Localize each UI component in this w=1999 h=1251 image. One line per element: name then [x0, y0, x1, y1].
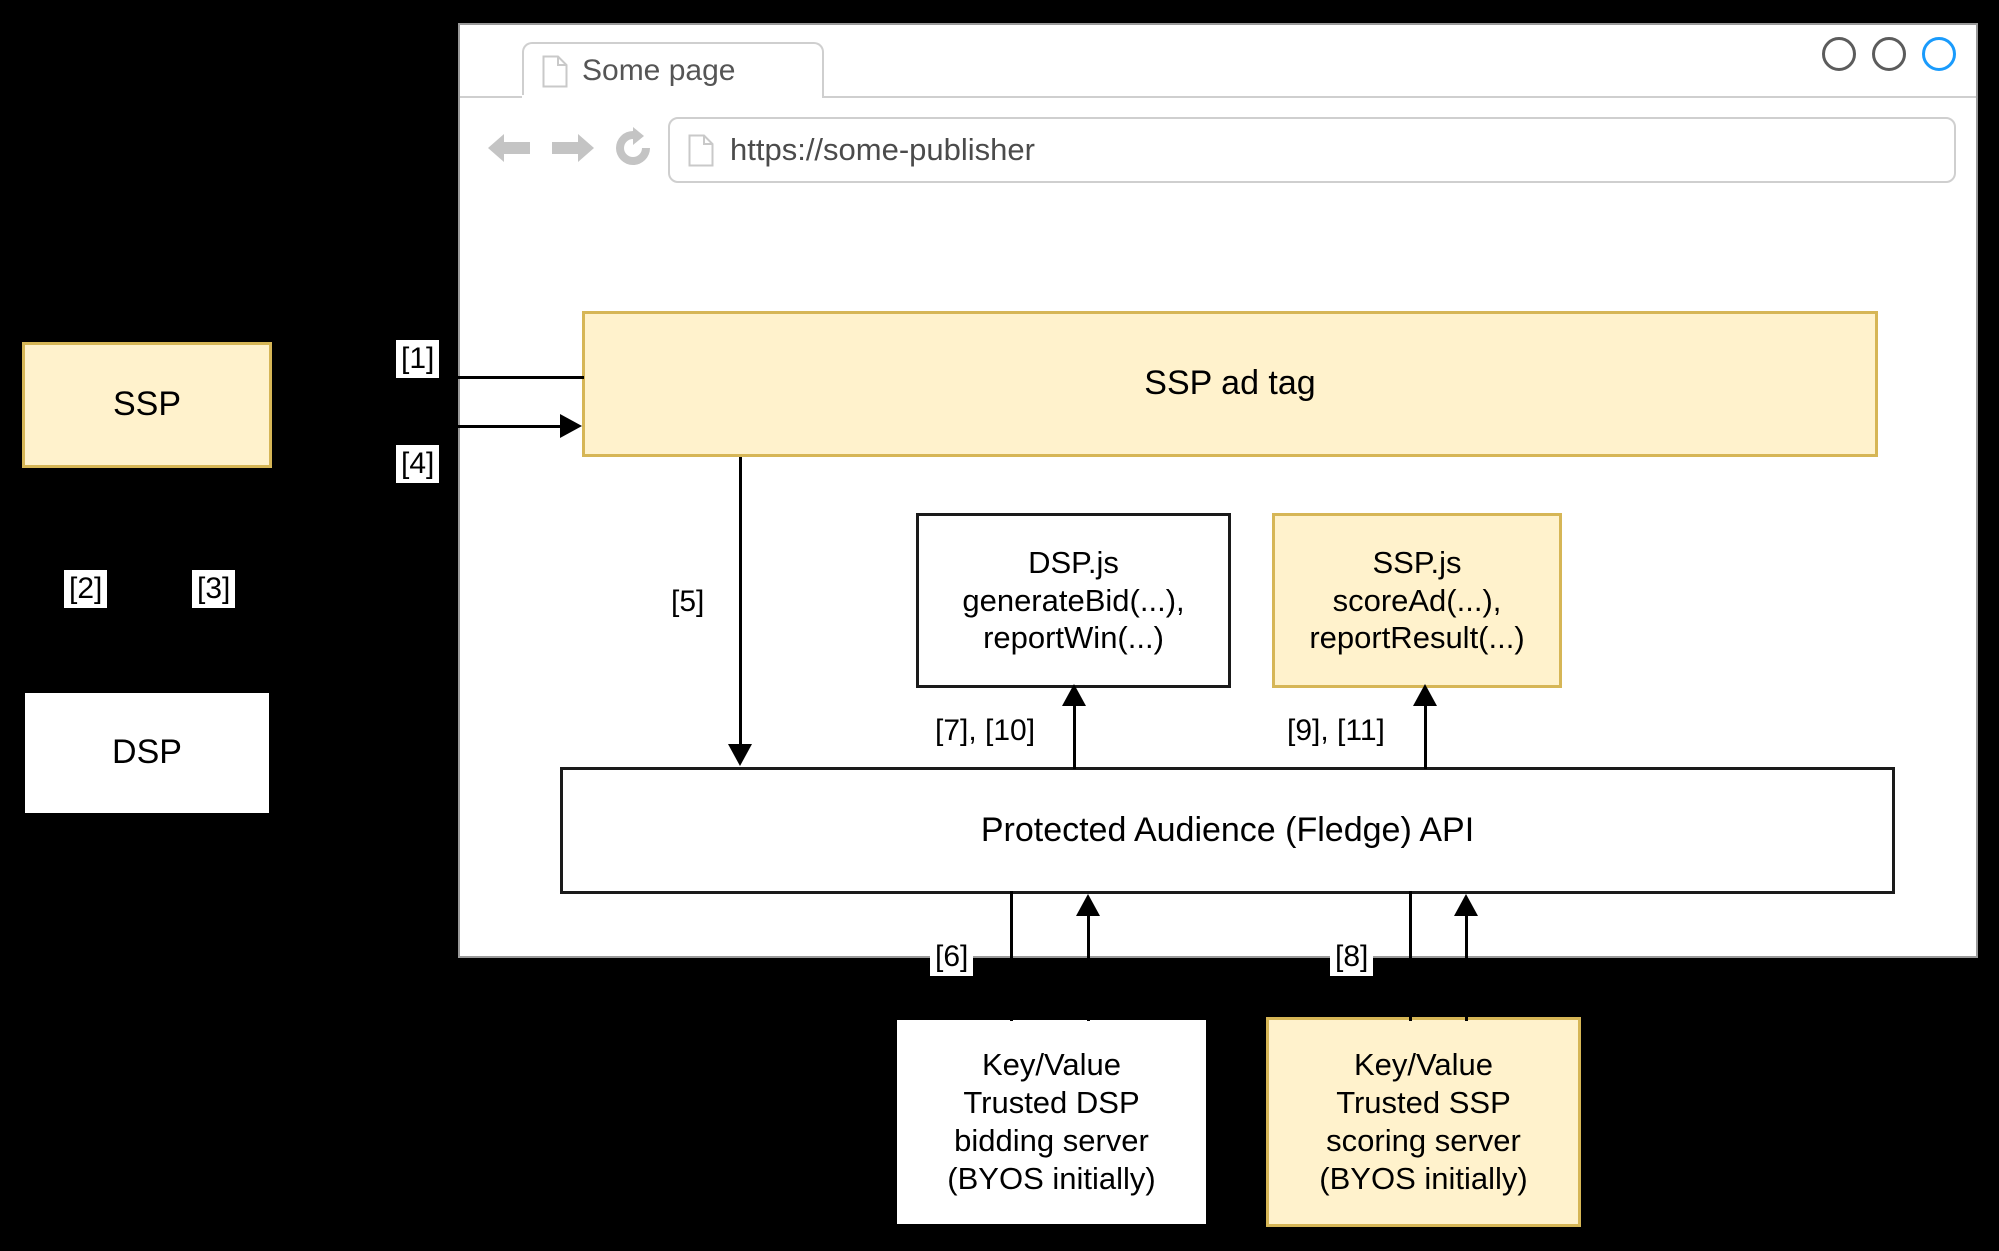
- node-kv-dsp-server-label: Key/Value Trusted DSP bidding server (BY…: [947, 1047, 1156, 1196]
- reload-icon[interactable]: [610, 125, 656, 171]
- navigation-icons: [486, 125, 656, 171]
- connector-step-7-10: [1073, 705, 1076, 769]
- node-ssp-ad-tag-label: SSP ad tag: [1144, 364, 1316, 403]
- node-kv-ssp-server: Key/Value Trusted SSP scoring server (BY…: [1266, 1017, 1581, 1227]
- connector-step-8-down: [1409, 891, 1412, 1021]
- connector-step-1: [458, 376, 584, 379]
- connector-step-9-11: [1424, 705, 1427, 769]
- node-ssp-js-label: SSP.js scoreAd(...), reportResult(...): [1309, 544, 1525, 656]
- document-icon: [688, 134, 714, 167]
- forward-arrow-icon[interactable]: [548, 128, 596, 168]
- close-circle-icon[interactable]: [1922, 37, 1956, 71]
- tab-active-mask: [522, 95, 822, 99]
- browser-toolbar: https://some-publisher: [460, 99, 1976, 323]
- node-kv-ssp-server-label: Key/Value Trusted SSP scoring server (BY…: [1319, 1047, 1528, 1196]
- node-dsp-js: DSP.js generateBid(...), reportWin(...): [916, 513, 1231, 688]
- connector-step-5: [739, 457, 742, 746]
- connector-step-6-up: [1087, 915, 1090, 1021]
- connector-step-9-11-arrowhead: [1413, 684, 1437, 706]
- node-fledge-api: Protected Audience (Fledge) API: [560, 767, 1895, 894]
- tab-strip: Some page: [460, 25, 1976, 99]
- step-label-1: [1]: [396, 340, 440, 378]
- step-label-4: [4]: [396, 445, 440, 483]
- connector-step-4-arrowhead: [560, 414, 582, 438]
- window-controls: [1822, 37, 1956, 71]
- step-label-7-10: [7], [10]: [930, 712, 1041, 750]
- node-dsp-label: DSP: [112, 733, 182, 772]
- step-label-2: [2]: [64, 570, 108, 608]
- maximize-circle-icon[interactable]: [1872, 37, 1906, 71]
- connector-step-6-down: [1010, 891, 1013, 1021]
- node-dsp: DSP: [22, 690, 272, 816]
- node-ssp-label: SSP: [112, 385, 182, 424]
- step-label-8: [8]: [1330, 938, 1374, 976]
- node-ssp: SSP: [22, 342, 272, 468]
- url-bar[interactable]: https://some-publisher: [668, 117, 1956, 183]
- back-arrow-icon[interactable]: [486, 128, 534, 168]
- connector-step-8-up-arrowhead: [1454, 894, 1478, 916]
- step-label-9-11: [9], [11]: [1282, 712, 1390, 750]
- tab-strip-underline: [460, 96, 1976, 98]
- document-icon: [542, 55, 568, 88]
- step-label-6: [6]: [930, 938, 974, 976]
- node-dsp-js-label: DSP.js generateBid(...), reportWin(...): [962, 544, 1185, 656]
- step-label-5: [5]: [666, 583, 710, 621]
- connector-step-8-up: [1465, 915, 1468, 1021]
- step-label-3: [3]: [192, 570, 236, 608]
- connector-step-5-arrowhead: [728, 744, 752, 766]
- url-text: https://some-publisher: [730, 132, 1035, 167]
- node-ssp-ad-tag: SSP ad tag: [582, 311, 1878, 457]
- connector-step-6-up-arrowhead: [1076, 894, 1100, 916]
- node-fledge-api-label: Protected Audience (Fledge) API: [980, 810, 1475, 849]
- tab-title: Some page: [582, 54, 736, 87]
- browser-tab[interactable]: Some page: [522, 42, 824, 98]
- node-ssp-js: SSP.js scoreAd(...), reportResult(...): [1272, 513, 1562, 688]
- connector-step-7-10-arrowhead: [1062, 684, 1086, 706]
- node-kv-dsp-server: Key/Value Trusted DSP bidding server (BY…: [894, 1017, 1209, 1227]
- connector-step-4: [458, 425, 562, 428]
- minimize-circle-icon[interactable]: [1822, 37, 1856, 71]
